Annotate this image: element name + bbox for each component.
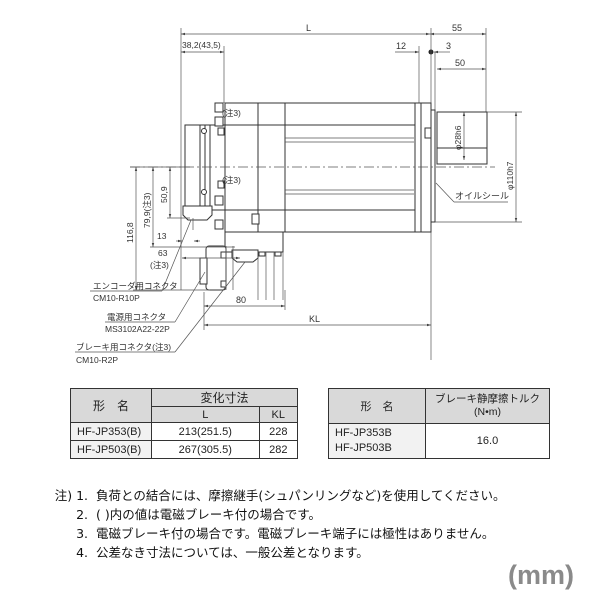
cell-KL: 282 (258, 440, 299, 459)
table-row: HF-JP353(B) 213(251.5) 228 (70, 422, 299, 441)
note-item: 3. 電磁ブレーキ付の場合です。電磁ブレーキ端子には極性はありません。 (42, 524, 506, 543)
encoder-connector-part: CM10-R10P (93, 293, 140, 303)
cell-torque: 16.0 (425, 423, 550, 459)
note3-callout-mid: (注3) (222, 175, 241, 185)
dim-13: 13 (157, 231, 200, 243)
note-prefix: 注) (54, 488, 73, 503)
note3-callout-top: (注3) (222, 108, 241, 118)
note-text: 電磁ブレーキ付の場合です。電磁ブレーキ端子には極性はありません。 (96, 526, 495, 541)
table-row: HF-JP353B HF-JP503B 16.0 (328, 423, 550, 459)
header-model: 形 名 (70, 388, 152, 423)
brake-torque-table: 形 名 ブレーキ静摩擦トルク (N•m) HF-JP353B HF-JP503B… (328, 388, 550, 459)
cell-model: HF-JP353B (335, 427, 392, 439)
dim-38-2: 38,2(43,5) (181, 40, 225, 103)
note-item: 注) 1.負荷との結合には、摩擦継手(シュパンリングなど)を使用してください。 (42, 486, 506, 505)
dim-55-label: 55 (452, 23, 462, 33)
dim-80-label: 80 (236, 295, 246, 305)
note-number: 2. (76, 507, 88, 522)
note-item: 4. 公差なき寸法については、一般公差となります。 (42, 543, 506, 562)
dim-55: 55 (430, 23, 487, 124)
header-torque-line2: (N•m) (474, 406, 501, 418)
cell-model: HF-JP503B (335, 442, 392, 454)
dim-12-label: 12 (396, 41, 406, 51)
brake-connector-label: ブレーキ用コネクタ(注3) (76, 342, 171, 352)
dim-116-8: 116,8 (125, 166, 210, 291)
dim-80: 80 (203, 290, 286, 330)
oil-seal-callout: オイルシール (435, 182, 509, 203)
dim-phi110-label: φ110h7 (505, 161, 515, 190)
cell-L: 213(251.5) (151, 422, 260, 441)
dim-phi28: φ28h6 (453, 112, 466, 160)
dim-50: 50 (437, 58, 486, 71)
cell-model: HF-JP503(B) (70, 440, 152, 459)
encoder-connector-label: エンコーダ用コネクタ (93, 281, 178, 291)
cell-KL: 228 (258, 422, 299, 441)
dim-116-8-label: 116,8 (125, 222, 135, 243)
header-L: L (151, 406, 260, 423)
dim-KL-label: KL (309, 314, 320, 324)
dim-50-9: 50,9 (159, 167, 190, 219)
dim-63-note: (注3) (150, 260, 169, 270)
unit-label: (mm) (508, 560, 574, 590)
dim-KL: KL (204, 314, 431, 327)
header-change: 変化寸法 (151, 388, 298, 407)
dim-79-9: 79,9(注3) (142, 167, 235, 248)
dim-38-2-label: 38,2(43,5) (182, 40, 221, 50)
oil-seal-label: オイルシール (455, 191, 509, 201)
header-model: 形 名 (328, 388, 426, 424)
variable-dimension-table: 形 名 変化寸法 L KL HF-JP353(B) 213(251.5) 228… (70, 388, 299, 459)
note-text: 公差なき寸法については、一般公差となります。 (96, 545, 369, 560)
cell-L: 267(305.5) (151, 440, 260, 459)
note-text: ( )内の値は電磁ブレーキ付の場合です。 (96, 507, 321, 522)
dim-3-label: 3 (446, 41, 451, 51)
notes: 注) 1.負荷との結合には、摩擦継手(シュパンリングなど)を使用してください。 … (42, 486, 506, 562)
motor-body (182, 102, 488, 300)
power-connector-part: MS3102A22-22P (105, 324, 170, 334)
cell-models: HF-JP353B HF-JP503B (328, 423, 426, 459)
header-torque: ブレーキ静摩擦トルク (N•m) (425, 388, 550, 424)
dim-L-label: L (306, 23, 311, 33)
dim-phi110: φ110h7 (435, 111, 522, 223)
dim-63-label: 63 (158, 248, 168, 258)
dim-63: 63 (注3) (150, 248, 240, 270)
dim-L: L (180, 23, 430, 290)
dim-50-label: 50 (455, 58, 465, 68)
cell-model: HF-JP353(B) (70, 422, 152, 441)
dim-79-9-label: 79,9(注3) (142, 192, 152, 228)
motor-outline-drawing: L 38,2(43,5) 55 12 3 50 (75, 23, 522, 365)
dim-50-9-label: 50,9 (159, 186, 169, 203)
power-connector-label: 電源用コネクタ (107, 312, 166, 322)
dim-phi28-label: φ28h6 (453, 125, 463, 150)
note-number: 3. (76, 526, 88, 541)
header-torque-line1: ブレーキ静摩擦トルク (435, 393, 540, 405)
note-number: 注) 1. (42, 486, 96, 505)
header-KL: KL (258, 406, 299, 423)
note-item: 2. ( )内の値は電磁ブレーキ付の場合です。 (42, 505, 506, 524)
note-text: 負荷との結合には、摩擦継手(シュパンリングなど)を使用してください。 (96, 488, 506, 503)
note-num: 1. (76, 488, 88, 503)
table-row: HF-JP503(B) 267(305.5) 282 (70, 440, 299, 459)
connector-leaders (75, 219, 246, 353)
note-number: 4. (76, 545, 88, 560)
brake-connector-part: CM10-R2P (76, 355, 118, 365)
dim-13-label: 13 (157, 231, 167, 241)
